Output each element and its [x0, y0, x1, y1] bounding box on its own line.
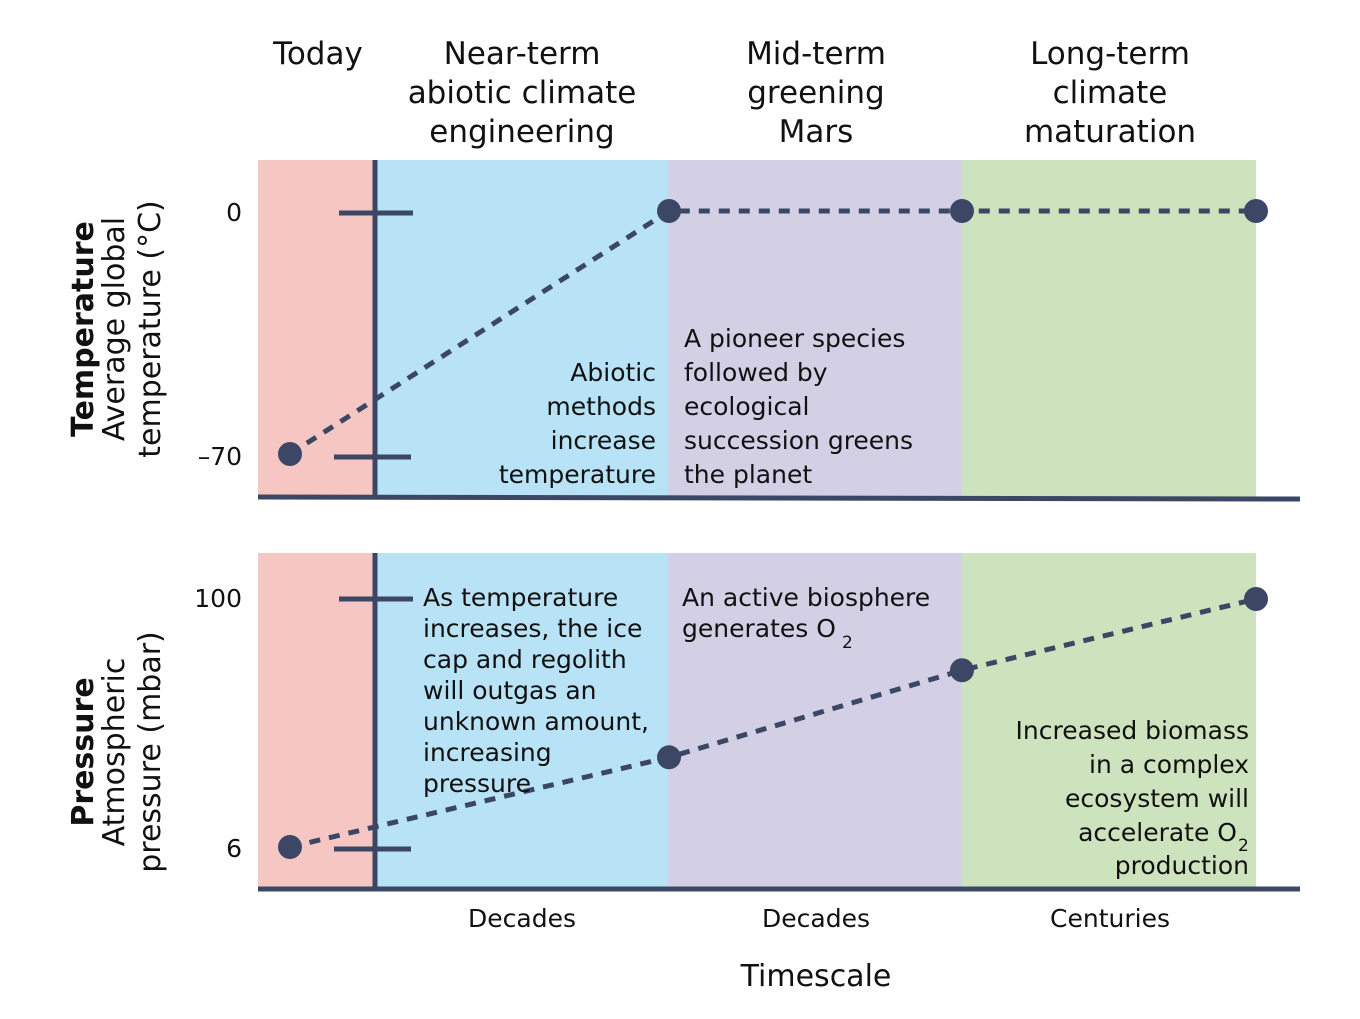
pressure-annotation-long-term-line3: ecosystem will — [1065, 784, 1249, 813]
pressure-point-mid-term-end — [950, 658, 974, 683]
text-line: An active biosphere — [682, 583, 930, 612]
text-line: unknown amount, — [423, 707, 649, 736]
pressure-series-line — [289, 596, 1257, 850]
pressure-ylabel: Atmosphericpressure (mbar) — [97, 631, 168, 873]
pressure-band-mid-term — [668, 553, 962, 889]
duration-label-near-term: Decades — [468, 904, 576, 933]
temperature-band-long-term — [962, 160, 1256, 498]
text-line: temperature — [499, 460, 656, 489]
pressure-point-long-term-end — [1244, 587, 1268, 611]
temperature-title: Temperature — [66, 221, 101, 437]
text-line: Average global — [97, 217, 132, 441]
temperature-series-line — [288, 208, 1256, 457]
text-line: followed by — [684, 358, 828, 387]
text-line: temperature (°C) — [133, 200, 168, 457]
pressure-panel: 100 6 Pressure Atmosphericpressure (mbar… — [66, 553, 1300, 892]
temperature-tick-label-0: 0 — [226, 198, 242, 227]
duration-label-long-term: Centuries — [1050, 904, 1170, 933]
pressure-annotation-long-term-line5: production — [1115, 851, 1249, 880]
text-line: methods — [546, 392, 656, 421]
text-line: engineering — [429, 114, 615, 150]
pressure-annotation-long-term-line2: in a complex — [1089, 750, 1249, 779]
text-line: will outgas an — [423, 676, 597, 705]
text-line: Today — [272, 36, 363, 72]
duration-label-mid-term: Decades — [762, 904, 870, 933]
text-line: increases, the ice — [423, 614, 642, 643]
text-line: Mid-term — [746, 36, 886, 72]
text-line: greening — [747, 75, 884, 111]
text-line: maturation — [1024, 114, 1196, 150]
pressure-tick-label-6: 6 — [226, 834, 242, 863]
text-line: increase — [551, 426, 656, 455]
temperature-annotation-near-term: Abiotic methods increase temperature — [499, 358, 656, 489]
pressure-annotation-long-term-subscript: 2 — [1238, 836, 1249, 856]
text-line: generates O — [682, 614, 836, 643]
phase-header-today: Today — [272, 36, 363, 72]
text-line: Near-term — [444, 36, 601, 72]
temperature-point-today — [278, 442, 302, 466]
temperature-ylabel: Average globaltemperature (°C) — [97, 200, 168, 457]
temperature-baseline — [257, 494, 1301, 502]
text-line: Atmospheric — [97, 658, 132, 847]
pressure-annotation-long-term-line1: Increased biomass — [1016, 716, 1249, 745]
text-line: A pioneer species — [684, 324, 905, 353]
text-line: cap and regolith — [423, 645, 627, 674]
pressure-annotation-mid-term-subscript: 2 — [842, 633, 853, 653]
pressure-band-near-term — [376, 553, 668, 889]
pressure-point-near-term-end — [657, 745, 681, 770]
text-line: Abiotic — [570, 358, 656, 387]
temperature-tick-label-minus70: –70 — [198, 442, 242, 471]
pressure-tick-label-100: 100 — [194, 584, 242, 613]
text-line: pressure — [423, 769, 531, 798]
text-line: ecological — [684, 392, 810, 421]
text-line: succession greens — [684, 426, 913, 455]
temperature-point-near-term-end — [657, 199, 681, 223]
text-line: increasing — [423, 738, 552, 767]
pressure-title: Pressure — [66, 677, 101, 826]
temperature-y-title: Temperature Average globaltemperature (°… — [66, 200, 168, 457]
temperature-point-mid-term-end — [950, 199, 974, 223]
text-line: As temperature — [423, 583, 618, 612]
temperature-band-mid-term — [668, 160, 962, 498]
temperature-point-long-term-end — [1244, 199, 1268, 223]
temperature-band-near-term — [376, 160, 668, 498]
pressure-point-today — [278, 835, 302, 859]
temperature-annotation-mid-term: A pioneer species followed by ecological su… — [684, 324, 913, 489]
text-line: the planet — [684, 460, 812, 489]
text-line: Long-term — [1030, 36, 1190, 72]
text-line: abiotic climate — [408, 75, 637, 111]
text-line: climate — [1053, 75, 1168, 111]
pressure-y-title: Pressure Atmosphericpressure (mbar) — [66, 631, 168, 873]
temperature-panel: 0 –70 Temperature Average globaltemperat… — [66, 160, 1301, 502]
text-line: pressure (mbar) — [133, 631, 168, 873]
x-axis-title: Timescale — [740, 959, 892, 994]
text-line: Mars — [779, 114, 854, 150]
temperature-band-today — [258, 160, 376, 498]
pressure-annotation-long-term-line4: accelerate O — [1078, 818, 1237, 847]
